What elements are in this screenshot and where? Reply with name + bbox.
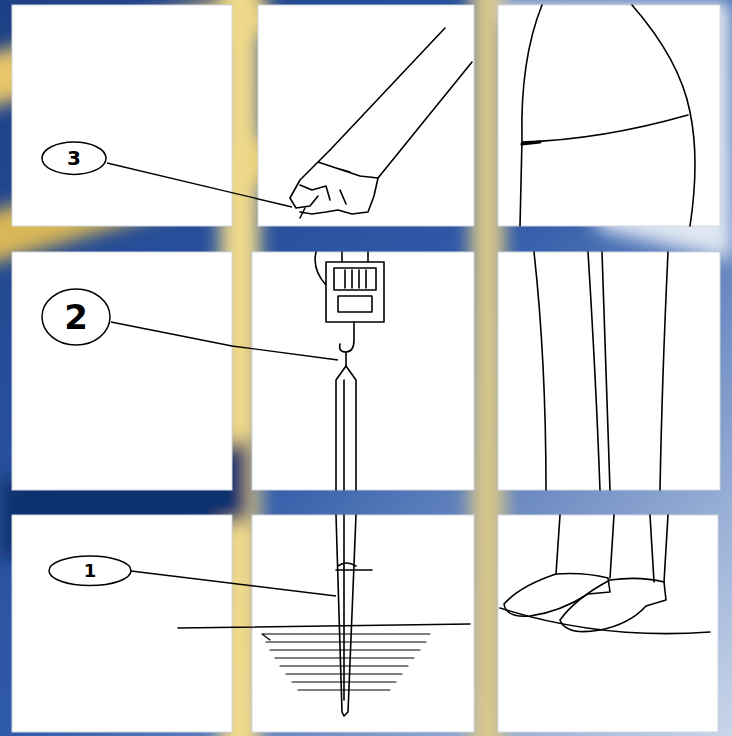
callout-ellipse: 1 <box>48 555 132 587</box>
tile <box>498 252 720 490</box>
rod-in-ground <box>336 515 372 716</box>
rod <box>336 366 356 490</box>
tile <box>12 252 232 490</box>
spring-scale <box>315 252 384 322</box>
leader-line <box>131 571 336 596</box>
leader-lines <box>107 163 338 596</box>
belt <box>522 142 540 144</box>
hands <box>290 150 378 214</box>
callout-number: 2 <box>64 300 88 334</box>
callout-number: 1 <box>84 562 97 580</box>
leader-line <box>111 322 338 360</box>
soil-hatching <box>262 634 430 690</box>
tile <box>12 5 232 226</box>
callout-ellipse: 3 <box>41 141 107 175</box>
callout-ellipse: 2 <box>41 288 111 346</box>
grip <box>300 208 305 218</box>
tile <box>498 515 718 732</box>
tiles <box>12 5 720 732</box>
ellipse-shape <box>42 142 106 174</box>
lower-legs <box>556 515 668 582</box>
ellipse-shape <box>49 556 131 586</box>
scale-display <box>345 270 366 288</box>
ground-line <box>178 624 470 628</box>
leader-line <box>107 163 292 207</box>
legs <box>534 252 668 490</box>
callout-number: 3 <box>67 148 81 168</box>
line-art <box>178 5 710 716</box>
tile <box>12 515 232 732</box>
ellipse-shape <box>42 289 110 345</box>
shoe <box>504 574 610 617</box>
ground-line <box>500 608 710 634</box>
hips <box>520 5 695 226</box>
tile <box>252 252 474 490</box>
shoe <box>560 578 666 631</box>
arm <box>330 28 472 178</box>
hook <box>340 322 354 366</box>
tile <box>258 5 474 226</box>
tile <box>498 5 720 226</box>
tile <box>252 515 474 732</box>
